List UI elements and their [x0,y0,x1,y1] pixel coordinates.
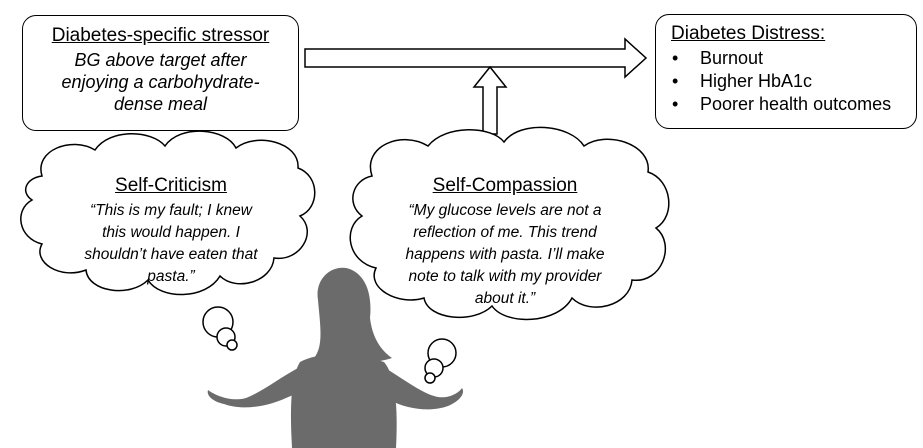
quote-line: reflection of me. This trend [413,224,597,241]
quote-line: “My glucose levels are not a [408,202,602,219]
list-item: • Burnout [656,47,916,70]
stressor-line: dense meal [113,94,208,114]
distress-outcomes-list: • Burnout • Higher HbA1c • Poorer health… [656,47,916,116]
bullet-icon: • [672,48,679,68]
quote-line: “This is my fault; I knew [90,202,252,219]
list-item: • Poorer health outcomes [656,93,916,116]
stressor-description: BG above target after enjoying a carbohy… [23,49,298,115]
self-compassion-cloud [349,126,670,384]
stressor-to-distress-arrow [304,37,648,79]
bullet-icon: • [672,71,679,91]
quote-line: note to talk with my provider [408,268,602,285]
quote-line: this would happen. I [102,224,240,241]
quote-line: about it.” [474,290,536,307]
person-shrugging-silhouette-icon [207,267,464,448]
self-criticism-cloud [20,130,316,351]
stressor-line: BG above target after [74,50,247,70]
list-item-label: Higher HbA1c [700,71,813,91]
list-item: • Higher HbA1c [656,70,916,93]
self-compassion-quote: “My glucose levels are not a reflection … [375,200,635,310]
self-compassion-title: Self-Compassion [432,175,578,196]
stressor-line: enjoying a carbohydrate- [61,72,260,92]
stressor-title: Diabetes-specific stressor [51,25,270,46]
distress-title: Diabetes Distress: [671,23,826,44]
list-item-label: Burnout [700,48,764,68]
self-criticism-title: Self-Criticism [115,175,227,196]
self-criticism-thought: Self-Criticism “This is my fault; I knew… [55,175,287,288]
quote-line: happens with pasta. I’ll make [405,246,605,263]
criticism-thought-bubble-small [226,339,238,351]
self-criticism-quote: “This is my fault; I knew this would hap… [55,200,287,288]
self-compassion-thought: Self-Compassion “My glucose levels are n… [375,175,635,310]
quote-line: pasta.” [147,268,195,285]
bullet-icon: • [672,94,679,114]
distress-box: Diabetes Distress: • Burnout • Higher Hb… [655,14,917,129]
list-item-label: Poorer health outcomes [700,94,892,114]
quote-line: shouldn’t have eaten that [84,246,258,263]
stressor-box: Diabetes-specific stressor BG above targ… [22,15,299,131]
compassion-thought-bubble-small [424,372,436,384]
compassion-up-arrow [472,65,508,135]
